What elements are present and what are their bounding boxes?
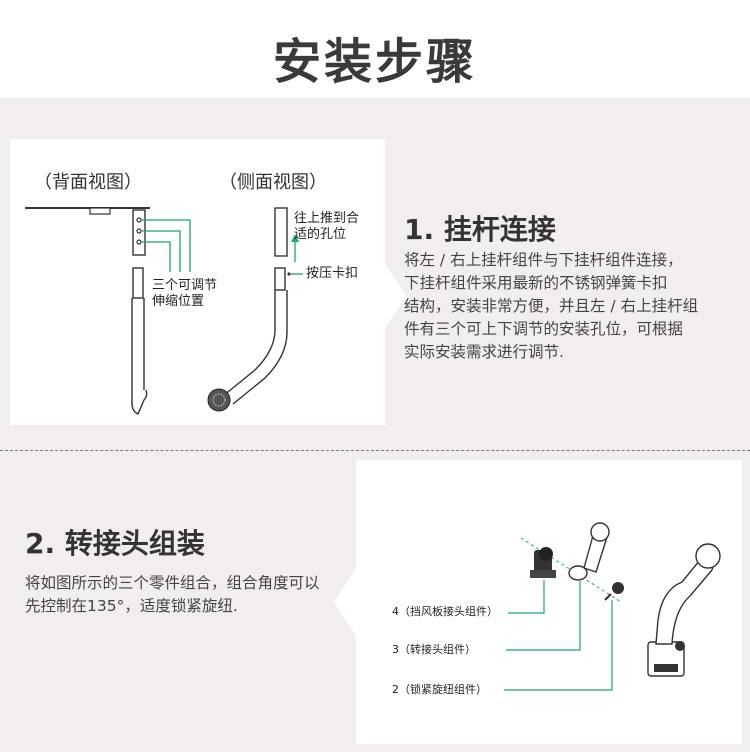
part3-leader xyxy=(506,581,581,651)
step2-title: 2. 转接头组装 xyxy=(25,527,205,560)
step2-panel-pointer xyxy=(334,568,356,636)
adjust-leader-2 xyxy=(141,230,181,272)
step2-assembly-diagram xyxy=(504,522,721,691)
step1-diagram-panel xyxy=(10,139,385,425)
part4-windshield-connector xyxy=(530,547,556,578)
part3-adapter xyxy=(568,522,610,581)
side-upper-piece xyxy=(274,207,288,257)
part2-locking-knob xyxy=(604,582,624,601)
back-view-drawing xyxy=(25,207,191,415)
page-title: 安装步骤 xyxy=(272,34,477,90)
step1-description: 将左 / 右上挂杆组件与下挂杆组件连接， 下挂杆组件采用最新的不锈钢弹簧卡扣 结… xyxy=(404,251,699,361)
press-clip-dot xyxy=(287,272,291,276)
back-top-clip xyxy=(89,207,111,215)
part2-label: 2（锁紧旋纽组件） xyxy=(392,683,487,696)
section-divider xyxy=(0,450,750,451)
side-view-drawing xyxy=(207,207,303,412)
side-curved-rod-outer xyxy=(222,290,276,397)
side-view-label: （侧面视图） xyxy=(219,172,327,193)
side-round-knob xyxy=(207,388,231,412)
press-clip-annotation: 按压卡扣 xyxy=(306,266,359,281)
step1-panel-pointer xyxy=(384,262,406,330)
adjust-leader-3 xyxy=(141,241,171,272)
push-up-arrowhead xyxy=(291,234,299,242)
side-round-knob-inner xyxy=(212,393,226,407)
assembled-unit xyxy=(647,543,721,677)
back-view-label: （背面视图） xyxy=(34,172,142,193)
side-lower-clip-piece xyxy=(274,267,286,291)
part2-leader xyxy=(504,600,613,691)
side-curved-rod-inner xyxy=(232,290,288,405)
step1-title: 1. 挂杆连接 xyxy=(404,213,556,246)
adjust-leader-1 xyxy=(141,219,191,272)
part4-label: 4（挡风板接头组件） xyxy=(392,605,498,618)
back-lower-bracket xyxy=(132,267,144,299)
adjust-positions-annotation: 三个可调节 伸缩位置 xyxy=(152,278,218,309)
push-up-annotation: 往上推到合 适的孔位 xyxy=(294,211,360,242)
assembly-axis xyxy=(520,537,622,603)
back-rod-end xyxy=(131,389,148,415)
part4-leader xyxy=(508,580,545,614)
part3-label: 3（转接头组件） xyxy=(392,643,476,656)
step2-description: 将如图所示的三个零件组合，组合角度可以 先控制在135°，适度锁紧旋纽. xyxy=(25,574,320,615)
header-band xyxy=(0,0,750,98)
